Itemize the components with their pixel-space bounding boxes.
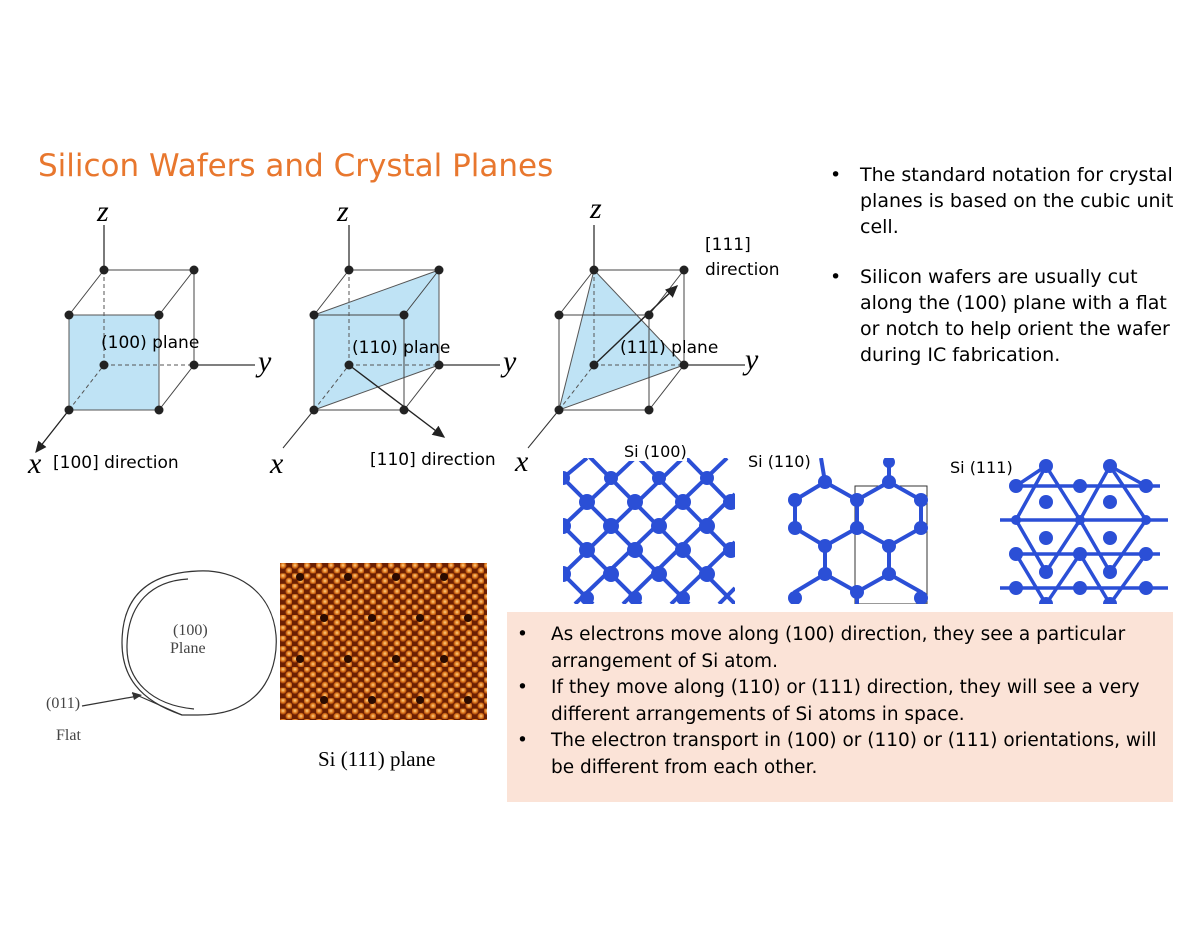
page-title: Silicon Wafers and Crystal Planes xyxy=(38,148,554,184)
z-axis-label-1: z xyxy=(97,195,109,228)
bullet-item: The standard notation for crystal planes… xyxy=(828,162,1188,240)
note-item: If they move along (110) or (111) direct… xyxy=(513,675,1163,728)
wafer-diagram xyxy=(121,570,277,716)
note-item: As electrons move along (100) direction,… xyxy=(513,622,1163,675)
electron-transport-note: As electrons move along (100) direction,… xyxy=(507,612,1173,802)
wafer-flat-label-2: Flat xyxy=(56,727,81,744)
bullet-item: Silicon wafers are usually cut along the… xyxy=(828,264,1188,368)
y-axis-label-2: y xyxy=(503,345,517,378)
plane-100-face xyxy=(68,314,160,411)
direction-label-111-line2: direction xyxy=(705,260,780,280)
x-axis-label-1: x xyxy=(28,447,42,480)
direction-label-111-line1: [111] xyxy=(705,235,751,255)
stm-image-si-111 xyxy=(280,563,487,720)
stm-caption: Si (111) plane xyxy=(318,747,436,771)
wafer-plane-label-1: (100) xyxy=(173,622,208,639)
direction-label-100: [100] direction xyxy=(53,453,179,473)
lattice-label-111: Si (111) xyxy=(950,458,1013,477)
x-axis-label-2: x xyxy=(270,447,284,480)
plane-label-100: (100) plane xyxy=(101,333,200,353)
z-axis-label-3: z xyxy=(590,192,602,225)
wafer-plane-label-2: Plane xyxy=(170,640,206,657)
z-axis-label-2: z xyxy=(337,195,349,228)
lattice-label-110: Si (110) xyxy=(748,452,811,471)
wafer-flat-label-1: (011) xyxy=(46,695,81,712)
lattice-label-100: Si (100) xyxy=(624,442,687,461)
y-axis-label-1: y xyxy=(258,345,272,378)
y-axis-label-3: y xyxy=(745,343,759,376)
note-item: The electron transport in (100) or (110)… xyxy=(513,728,1163,781)
lattice-si-111 xyxy=(1000,459,1168,604)
cube-diagrams xyxy=(35,225,745,454)
x-axis-label-3: x xyxy=(515,445,529,478)
plane-label-110: (110) plane xyxy=(352,338,451,358)
plane-label-111: (111) plane xyxy=(620,338,719,358)
plane-111-face xyxy=(558,268,685,411)
cube-111 xyxy=(527,225,745,449)
direction-label-110: [110] direction xyxy=(370,450,496,470)
cube-100 xyxy=(35,225,255,454)
lattice-si-100 xyxy=(563,458,735,604)
flat-arrow xyxy=(81,692,142,707)
lattice-si-110 xyxy=(788,458,928,604)
intro-bullets: The standard notation for crystal planes… xyxy=(828,162,1188,392)
cube-110 xyxy=(282,225,500,449)
